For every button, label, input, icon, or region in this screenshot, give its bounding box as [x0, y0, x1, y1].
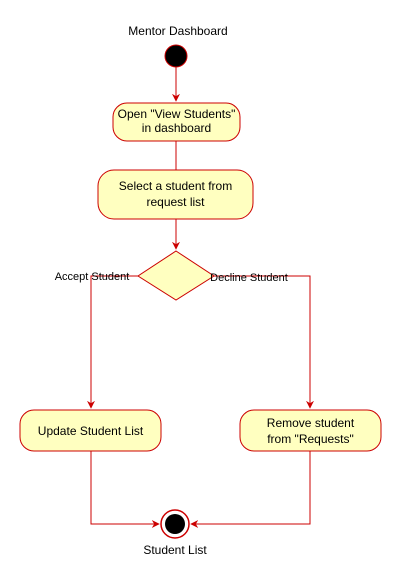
edge-update-to-end: [90, 451, 160, 528]
action-open-view-students-line1: Open "View Students": [118, 107, 236, 121]
action-remove-student-line1: Remove student: [267, 416, 355, 430]
action-open-view-students: Open "View Students" in dashboard: [112, 102, 241, 142]
end-label: Student List: [143, 543, 207, 557]
start-label: Mentor Dashboard: [128, 24, 227, 38]
action-select-student-line2: request list: [146, 195, 205, 209]
decision-node: [137, 250, 215, 301]
action-remove-student: Remove student from "Requests": [239, 409, 382, 452]
edge-decline-label: Decline Student: [210, 272, 288, 284]
action-remove-student-line2: from "Requests": [267, 432, 354, 446]
edge-accept: [87, 275, 138, 409]
start-node: [164, 44, 188, 68]
edge-remove-to-end: [190, 451, 311, 528]
action-update-student-list: Update Student List: [19, 409, 162, 452]
action-open-view-students-line2: in dashboard: [142, 121, 211, 135]
action-update-student-list-line1: Update Student List: [38, 424, 144, 438]
action-select-student: Select a student from request list: [97, 169, 254, 220]
action-select-student-line1: Select a student from: [119, 179, 232, 193]
end-node: [160, 509, 190, 539]
edge-accept-label: Accept Student: [55, 271, 130, 283]
edge-decline: [214, 275, 314, 409]
